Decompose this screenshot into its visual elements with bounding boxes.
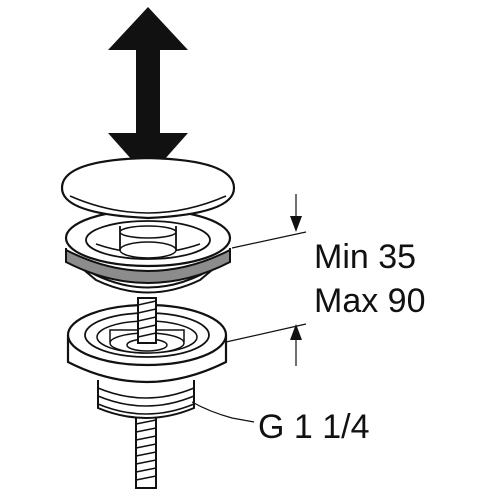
- max-height-label: Max 90: [314, 282, 426, 320]
- thread-size-label: G 1 1/4: [258, 408, 370, 446]
- middle-stem: [137, 297, 157, 344]
- dimension-arrow-up-icon: [290, 324, 302, 340]
- double-arrow-icon: [108, 7, 188, 178]
- dimension-arrow-down-icon: [290, 216, 302, 232]
- dimension-markers: [191, 194, 307, 423]
- min-height-label: Min 35: [314, 238, 417, 276]
- plug-cap: [60, 156, 236, 220]
- threaded-rod: [135, 399, 157, 489]
- upper-collar: [64, 208, 232, 294]
- thread-nut: [97, 380, 195, 419]
- rubber-gasket: [65, 248, 231, 284]
